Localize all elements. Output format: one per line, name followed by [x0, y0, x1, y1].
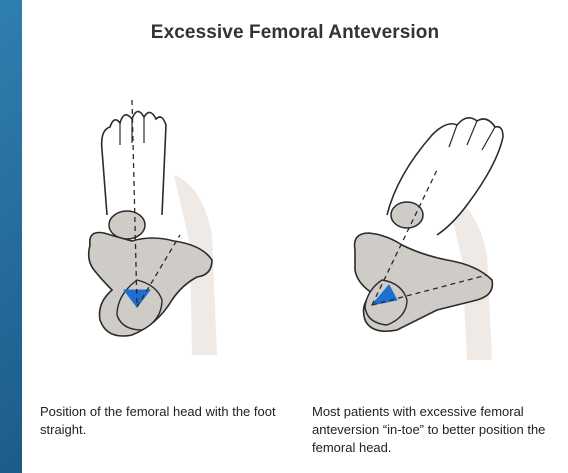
right-caption: Most patients with excessive femoral ant…	[312, 403, 562, 457]
in-toe-illustration	[327, 95, 527, 365]
foot-straight-illustration	[62, 85, 262, 365]
figure-title: Excessive Femoral Anteversion	[22, 22, 568, 44]
left-caption: Position of the femoral head with the fo…	[40, 403, 280, 439]
figure-panel: Excessive Femoral Anteversion	[22, 0, 568, 473]
